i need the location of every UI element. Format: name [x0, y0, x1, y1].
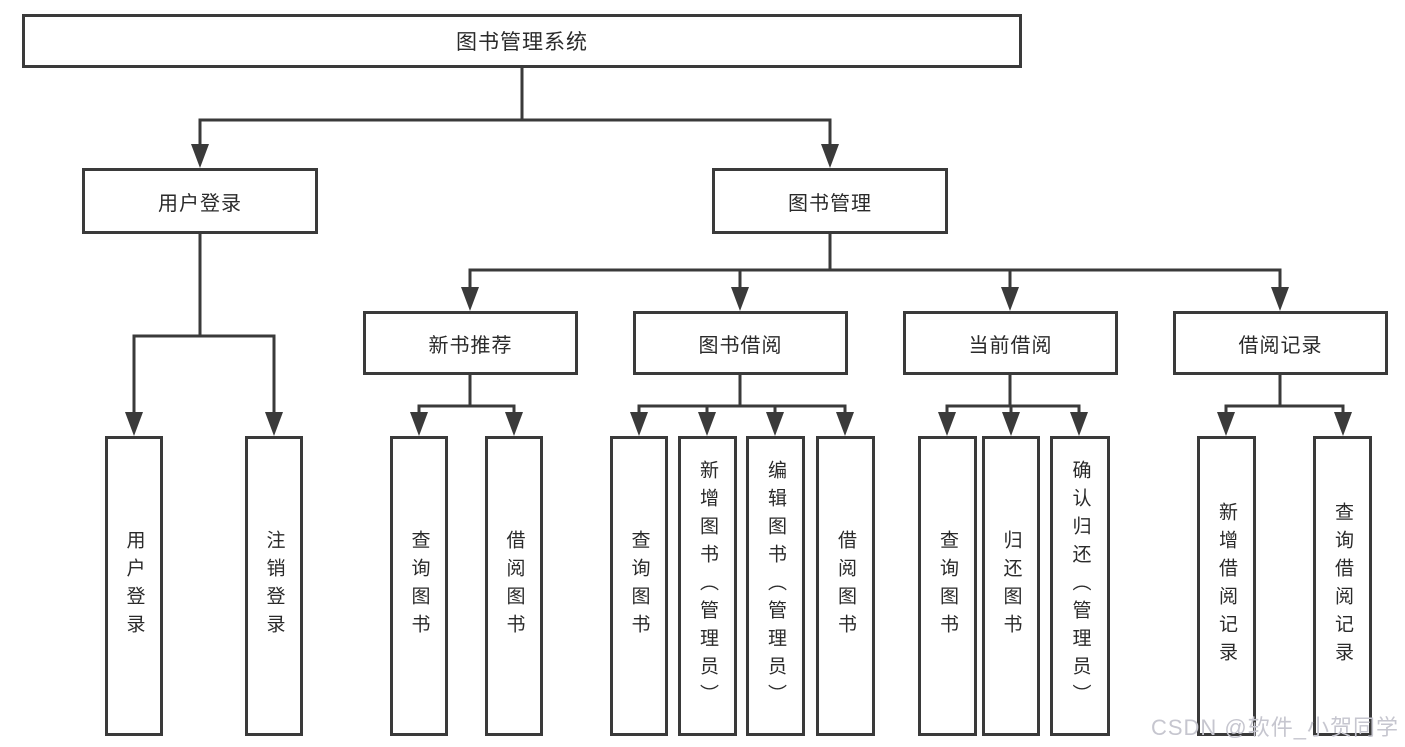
leaf-label: 新增图书（管理员） [697, 460, 718, 712]
leaf-label: 借阅图书 [835, 530, 856, 642]
leaf-label: 新增借阅记录 [1216, 502, 1237, 670]
node-new-book-recommend: 新书推荐 [363, 311, 578, 375]
leaf-add-borrow-record: 新增借阅记录 [1197, 436, 1256, 736]
leaf-query-books: 查询图书 [610, 436, 668, 736]
leaf-confirm-return-admin: 确认归还（管理员） [1050, 436, 1110, 736]
node-borrow-records: 借阅记录 [1173, 311, 1388, 375]
node-book-management: 图书管理 [712, 168, 948, 234]
node-current-borrow: 当前借阅 [903, 311, 1118, 375]
leaf-label: 编辑图书（管理员） [765, 460, 786, 712]
leaf-return-books: 归还图书 [982, 436, 1040, 736]
node-library-system: 图书管理系统 [22, 14, 1022, 68]
leaf-label: 查询图书 [408, 530, 430, 642]
leaf-label: 借阅图书 [503, 530, 525, 642]
leaf-label: 查询图书 [628, 530, 650, 642]
leaf-label: 归还图书 [1000, 530, 1022, 642]
leaf-query-books-current: 查询图书 [918, 436, 977, 736]
leaf-label: 查询借阅记录 [1332, 502, 1353, 670]
csdn-watermark: CSDN @软件_小贺同学 [1150, 715, 1399, 740]
leaf-label: 查询图书 [937, 530, 958, 642]
leaf-user-login: 用户登录 [105, 436, 163, 736]
node-user-login: 用户登录 [82, 168, 318, 234]
node-book-borrow: 图书借阅 [633, 311, 848, 375]
leaf-label: 确认归还（管理员） [1069, 460, 1091, 712]
leaf-edit-books-admin: 编辑图书（管理员） [746, 436, 805, 736]
leaf-label: 用户登录 [123, 530, 145, 642]
leaf-query-borrow-record: 查询借阅记录 [1313, 436, 1372, 736]
leaf-borrow-books: 借阅图书 [816, 436, 875, 736]
leaf-add-books-admin: 新增图书（管理员） [678, 436, 737, 736]
leaf-logout: 注销登录 [245, 436, 303, 736]
leaf-label: 注销登录 [263, 530, 285, 642]
leaf-query-books-new: 查询图书 [390, 436, 448, 736]
leaf-borrow-books-new: 借阅图书 [485, 436, 543, 736]
